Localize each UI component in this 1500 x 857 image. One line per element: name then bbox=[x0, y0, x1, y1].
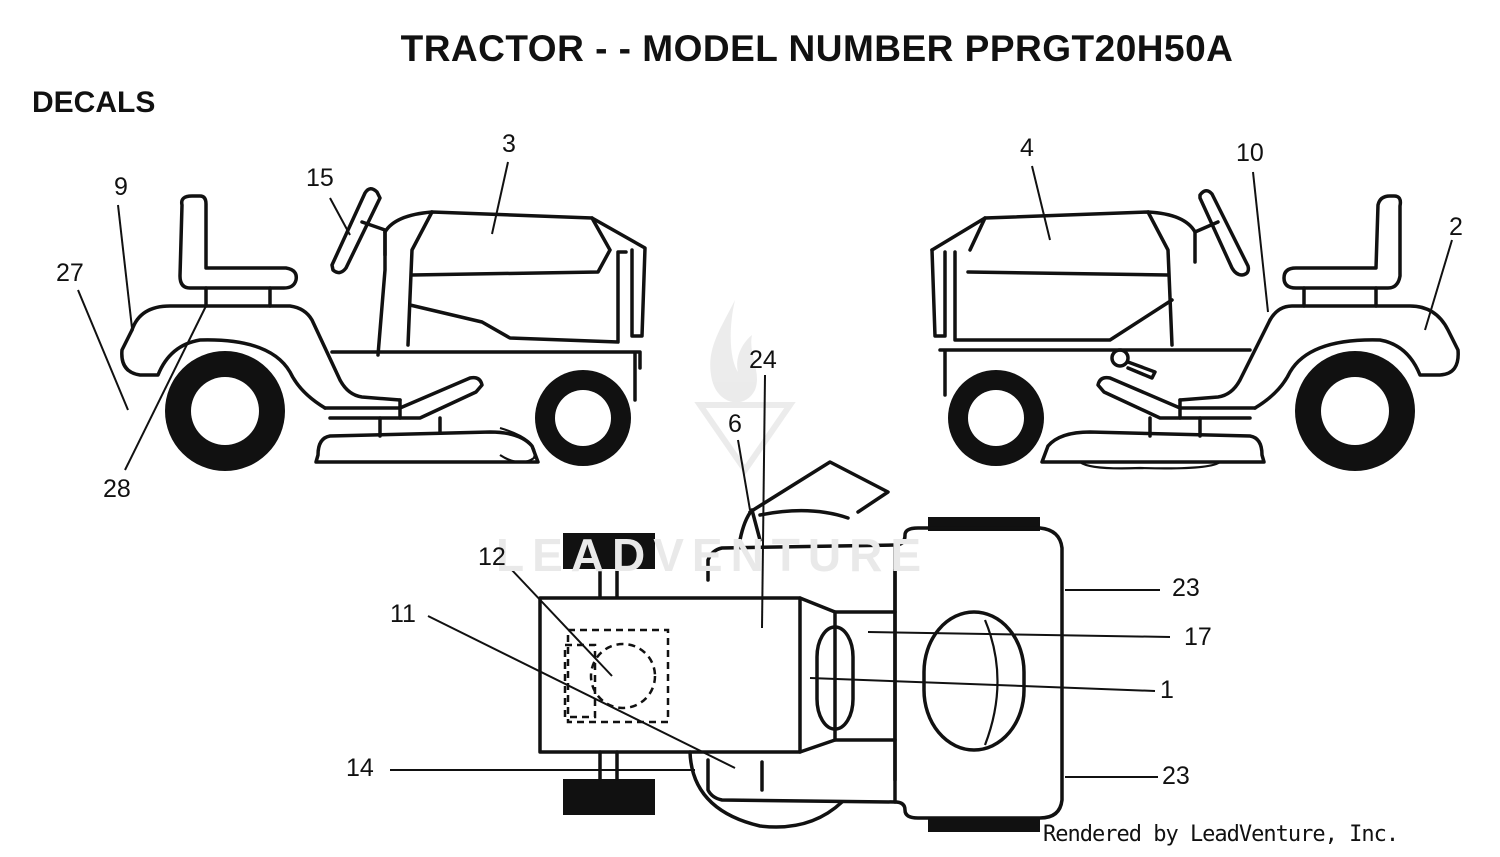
watermark-text: LEADVENTURE bbox=[496, 529, 930, 581]
callout-11: 11 bbox=[390, 600, 416, 628]
callout-15: 15 bbox=[306, 164, 334, 192]
page-title: TRACTOR - - MODEL NUMBER PPRGT20H50A bbox=[400, 28, 1234, 69]
callout-4: 4 bbox=[1020, 134, 1034, 162]
callout-27: 27 bbox=[56, 259, 84, 287]
callout-2: 2 bbox=[1449, 213, 1463, 241]
footer-credit: Rendered by LeadVenture, Inc. bbox=[1043, 822, 1399, 847]
callout-12: 12 bbox=[478, 543, 506, 571]
callout-23-top: 23 bbox=[1172, 574, 1200, 602]
flame-logo-icon bbox=[694, 300, 796, 476]
callout-9: 9 bbox=[114, 173, 128, 201]
tractor-top-view bbox=[538, 460, 1064, 832]
callout-leader-lines bbox=[77, 161, 1453, 778]
callout-3: 3 bbox=[502, 130, 516, 158]
tractor-right-side-view bbox=[930, 189, 1460, 471]
callout-17: 17 bbox=[1184, 623, 1212, 651]
tractor-left-side-view bbox=[120, 187, 647, 471]
callout-10: 10 bbox=[1236, 139, 1264, 167]
callout-24: 24 bbox=[749, 346, 777, 374]
callout-1: 1 bbox=[1160, 676, 1174, 704]
callout-6: 6 bbox=[728, 410, 742, 438]
callout-28: 28 bbox=[103, 475, 131, 503]
callout-23-bottom: 23 bbox=[1162, 762, 1190, 790]
callout-14: 14 bbox=[346, 754, 374, 782]
section-heading: DECALS bbox=[32, 86, 156, 119]
